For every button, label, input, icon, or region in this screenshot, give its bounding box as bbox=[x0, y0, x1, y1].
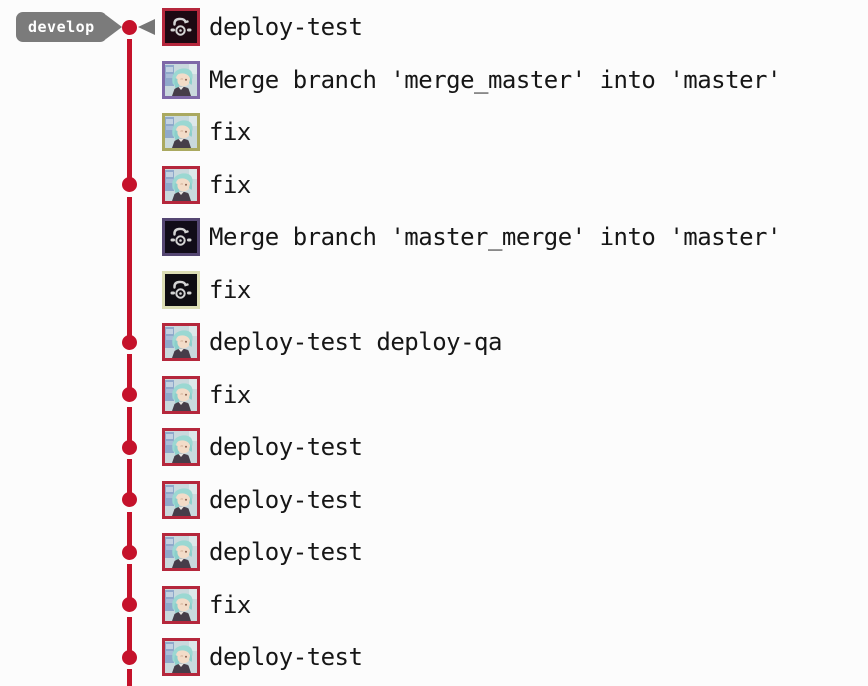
person-avatar bbox=[162, 375, 200, 414]
bot-avatar bbox=[162, 218, 200, 256]
commit-row[interactable]: fix bbox=[162, 165, 251, 205]
commit-message: deploy-test deploy-qa bbox=[209, 328, 502, 356]
person-avatar bbox=[162, 165, 200, 204]
commit-message: deploy-test bbox=[209, 433, 363, 461]
branch-line-segment bbox=[127, 39, 132, 185]
branch-line-segment bbox=[127, 511, 132, 552]
person-avatar bbox=[162, 480, 200, 519]
commit-dot[interactable] bbox=[122, 597, 137, 612]
commit-row[interactable]: fix bbox=[162, 585, 251, 625]
commit-row[interactable]: fix bbox=[162, 270, 251, 310]
branch-line-segment bbox=[127, 564, 132, 605]
commit-message: fix bbox=[209, 170, 251, 199]
branch-line-segment bbox=[127, 616, 132, 657]
bot-avatar bbox=[162, 8, 200, 46]
bot-avatar bbox=[162, 270, 200, 309]
person-avatar bbox=[162, 60, 200, 99]
branch-label-develop[interactable]: develop bbox=[16, 12, 122, 42]
commit-dot[interactable] bbox=[122, 544, 137, 560]
commit-row[interactable]: deploy-test bbox=[162, 637, 363, 677]
commit-message: fix bbox=[209, 380, 251, 409]
person-avatar bbox=[162, 638, 200, 676]
commit-dot[interactable] bbox=[122, 492, 137, 507]
commit-dot[interactable] bbox=[122, 439, 137, 455]
branch-label-text: develop bbox=[28, 18, 95, 36]
commit-row[interactable]: deploy-test bbox=[162, 532, 363, 572]
commit-row[interactable]: deploy-test deploy-qa bbox=[162, 322, 502, 362]
commit-message: fix bbox=[209, 590, 251, 619]
commit-message: fix bbox=[209, 118, 251, 146]
commit-message: deploy-test bbox=[209, 538, 363, 566]
branch-line-segment bbox=[127, 406, 132, 447]
person-avatar bbox=[162, 585, 200, 624]
person-avatar bbox=[162, 428, 200, 466]
commit-row[interactable]: fix bbox=[162, 112, 251, 152]
head-marker-icon bbox=[138, 18, 155, 35]
commit-message: deploy-test bbox=[209, 485, 363, 514]
branch-line-segment bbox=[127, 459, 132, 500]
commit-dot[interactable] bbox=[122, 649, 137, 665]
commit-row[interactable]: Merge branch 'merge_master' into 'master… bbox=[162, 60, 781, 100]
commit-message: Merge branch 'merge_master' into 'master… bbox=[209, 65, 781, 94]
branch-line-segment bbox=[127, 196, 132, 342]
branch-label-arrow-icon bbox=[105, 15, 122, 39]
branch-line-segment bbox=[127, 354, 132, 395]
commit-message: deploy-test bbox=[209, 643, 363, 671]
person-avatar bbox=[162, 533, 200, 571]
commit-dot[interactable] bbox=[122, 177, 137, 192]
branch-line-segment bbox=[127, 669, 132, 686]
commit-row[interactable]: deploy-test bbox=[162, 7, 363, 47]
commit-row[interactable]: deploy-test bbox=[162, 480, 363, 520]
commit-dot[interactable] bbox=[122, 334, 137, 350]
commit-row[interactable]: fix bbox=[162, 375, 251, 415]
person-avatar bbox=[162, 323, 200, 361]
commit-row[interactable]: deploy-test bbox=[162, 427, 363, 467]
commit-message: deploy-test bbox=[209, 13, 363, 41]
commit-dot[interactable] bbox=[122, 387, 137, 402]
commit-row[interactable]: Merge branch 'master_merge' into 'master… bbox=[162, 217, 781, 257]
commit-message: Merge branch 'master_merge' into 'master… bbox=[209, 223, 781, 251]
commit-message: fix bbox=[209, 275, 251, 304]
commit-dot[interactable] bbox=[122, 19, 137, 35]
person-avatar bbox=[162, 113, 200, 151]
